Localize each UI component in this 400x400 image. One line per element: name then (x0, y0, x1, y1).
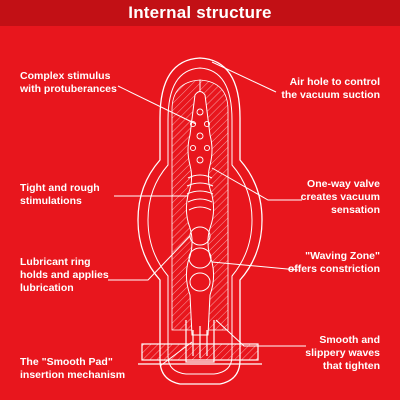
leader-lubricant-ring (108, 235, 191, 281)
waving-zone-bulbs (188, 226, 212, 292)
callout-one-way-valve: One-way valve creates vacuum sensation (300, 178, 380, 216)
callout-complex-stimulus: Complex stimulus with protuberances (20, 70, 117, 95)
diagram-title: Internal structure (128, 3, 272, 22)
rib-lines (186, 174, 214, 211)
leader-smooth-pad (159, 341, 193, 367)
callout-tight-rough: Tight and rough stimulations (20, 182, 100, 207)
inner-casing-outline (147, 67, 253, 375)
leader-waving-zone (211, 261, 299, 271)
callout-air-hole: Air hole to control the vacuum suction (281, 76, 380, 101)
smooth-pad-base (138, 320, 262, 365)
leader-one-way-valve (211, 167, 302, 201)
leader-smooth-waves (215, 319, 306, 347)
leader-complex-stimulus (117, 85, 197, 125)
callout-smooth-waves: Smooth and slippery waves that tighten (305, 334, 380, 372)
callout-waving-zone: "Waving Zone" offers constriction (287, 250, 380, 275)
header-bar (0, 0, 400, 26)
callout-lubricant-ring: Lubricant ring holds and applies lubrica… (20, 256, 109, 294)
leader-lines (108, 61, 306, 367)
leader-air-hole (211, 61, 277, 93)
outer-casing-outline (137, 57, 263, 385)
inner-channel (185, 91, 215, 336)
callout-smooth-pad: The "Smooth Pad" insertion mechanism (20, 356, 126, 381)
